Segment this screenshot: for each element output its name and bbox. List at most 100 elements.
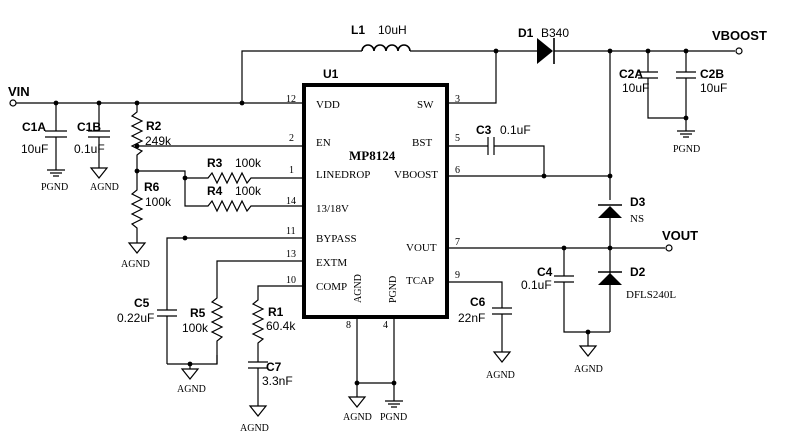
pin-num-tcap: 9 bbox=[455, 270, 460, 281]
c1a-gnd-label: PGND bbox=[41, 182, 68, 193]
r6-ref: R6 bbox=[144, 180, 160, 194]
c5-value: 0.22uF bbox=[117, 311, 154, 325]
c2-gnd-label: PGND bbox=[673, 144, 700, 155]
pgnd-symbol bbox=[677, 130, 695, 138]
r2-r6-symbol bbox=[130, 103, 144, 243]
d3-ref: D3 bbox=[630, 195, 646, 209]
sw-pin-wire bbox=[447, 51, 497, 104]
r3-ref: R3 bbox=[207, 156, 223, 170]
pin-num-comp: 10 bbox=[286, 275, 296, 286]
pin-num-extm: 13 bbox=[286, 249, 296, 260]
l1-ref: L1 bbox=[351, 23, 365, 37]
c3-symbol bbox=[447, 137, 545, 176]
r5-gnd-label: AGND bbox=[177, 384, 206, 395]
pin-name-vboost: VBOOST bbox=[394, 169, 438, 181]
vboost-label: VBOOST bbox=[712, 28, 767, 43]
c4-ref: C4 bbox=[537, 265, 553, 279]
r6-gnd-label: AGND bbox=[121, 259, 150, 270]
vout-label: VOUT bbox=[662, 228, 698, 243]
c7-ref: C7 bbox=[266, 360, 282, 374]
ic-name: MP8124 bbox=[349, 148, 396, 163]
pin-name-vout: VOUT bbox=[406, 242, 437, 254]
pin-name-bst: BST bbox=[412, 137, 432, 149]
c1a-value: 10uF bbox=[21, 142, 48, 156]
agnd-symbol bbox=[89, 167, 109, 179]
agnd-symbol bbox=[492, 351, 512, 363]
c6-value: 22nF bbox=[458, 311, 485, 325]
pin-num-vdd: 12 bbox=[286, 94, 296, 105]
r3-r4-common bbox=[137, 170, 205, 207]
r1-c7-symbol bbox=[248, 285, 304, 406]
junction bbox=[541, 173, 547, 179]
l1-left-wire bbox=[241, 50, 362, 103]
l1-symbol bbox=[361, 44, 411, 52]
ic-agnd-label: AGND bbox=[343, 412, 372, 423]
junction bbox=[607, 245, 613, 251]
d1-symbol bbox=[537, 38, 553, 64]
vin-terminal bbox=[9, 99, 17, 107]
pin-name-bypass: BYPASS bbox=[316, 233, 357, 245]
c5-ref: C5 bbox=[134, 296, 150, 310]
r3-symbol bbox=[185, 171, 304, 185]
agnd-symbol bbox=[180, 364, 200, 380]
vin-label: VIN bbox=[8, 84, 30, 99]
pin-num-bst: 5 bbox=[455, 133, 460, 144]
r5-symbol bbox=[210, 260, 304, 364]
pin-name-sel: 13/18V bbox=[316, 203, 349, 215]
d2-gnd-label: AGND bbox=[574, 364, 603, 375]
c2b-ref: C2B bbox=[700, 67, 724, 81]
c1a-symbol bbox=[45, 103, 67, 170]
c1b-gnd-label: AGND bbox=[90, 182, 119, 193]
c4-value: 0.1uF bbox=[521, 278, 552, 292]
c1b-ref: C1B bbox=[77, 120, 101, 134]
r4-symbol bbox=[205, 199, 304, 213]
c2a-value: 10uF bbox=[622, 81, 649, 95]
pgnd-symbol bbox=[385, 383, 403, 408]
agnd-symbol bbox=[578, 332, 598, 357]
pin-name-linedrop: LINEDROP bbox=[316, 169, 370, 181]
c1b-value: 0.1uF bbox=[74, 142, 105, 156]
c3-value: 0.1uF bbox=[500, 123, 531, 137]
c1b-symbol bbox=[88, 103, 110, 168]
c2a-c2b-symbol bbox=[638, 51, 696, 131]
junction bbox=[182, 235, 188, 241]
c7-value: 3.3nF bbox=[262, 374, 293, 388]
pin-num-linedrop: 1 bbox=[289, 165, 294, 176]
d3-value: NS bbox=[630, 213, 644, 225]
agnd-symbol bbox=[347, 383, 367, 408]
r4-value: 100k bbox=[235, 184, 262, 198]
pin-name-pgnd: PGND bbox=[388, 276, 399, 303]
c2b-value: 10uF bbox=[700, 81, 727, 95]
pin-num-sel: 14 bbox=[286, 196, 296, 207]
d1-value: B340 bbox=[541, 26, 569, 40]
c1a-ref: C1A bbox=[22, 120, 46, 134]
ic-ref: U1 bbox=[323, 67, 339, 81]
l1-value: 10uH bbox=[378, 23, 407, 37]
r5-ref: R5 bbox=[190, 306, 206, 320]
r4-ref: R4 bbox=[207, 184, 223, 198]
d2-value: DFLS240L bbox=[626, 289, 676, 301]
c6-symbol bbox=[447, 281, 512, 352]
r1-value: 60.4k bbox=[266, 319, 296, 333]
r3-value: 100k bbox=[235, 156, 262, 170]
junction bbox=[683, 115, 689, 121]
pin-name-en: EN bbox=[316, 137, 331, 149]
c2a-ref: C2A bbox=[619, 67, 643, 81]
pin-num-vout: 7 bbox=[455, 237, 460, 248]
pin-num-bypass: 11 bbox=[286, 226, 296, 237]
pin-num-pgnd: 4 bbox=[383, 320, 388, 331]
vboost-terminal bbox=[735, 47, 743, 55]
c7-gnd-label: AGND bbox=[240, 423, 269, 434]
c4-symbol bbox=[554, 248, 610, 333]
d2-symbol bbox=[598, 273, 622, 285]
pgnd-symbol bbox=[47, 169, 65, 177]
c5-symbol bbox=[157, 237, 304, 364]
d1-ref: D1 bbox=[518, 26, 534, 40]
pin-num-agnd: 8 bbox=[346, 320, 351, 331]
pin-name-tcap: TCAP bbox=[406, 275, 434, 287]
pin-num-sw: 3 bbox=[455, 94, 460, 105]
gnd-pins-wire bbox=[356, 317, 395, 384]
agnd-symbol bbox=[248, 405, 268, 417]
c3-ref: C3 bbox=[476, 123, 492, 137]
d2-ref: D2 bbox=[630, 265, 646, 279]
